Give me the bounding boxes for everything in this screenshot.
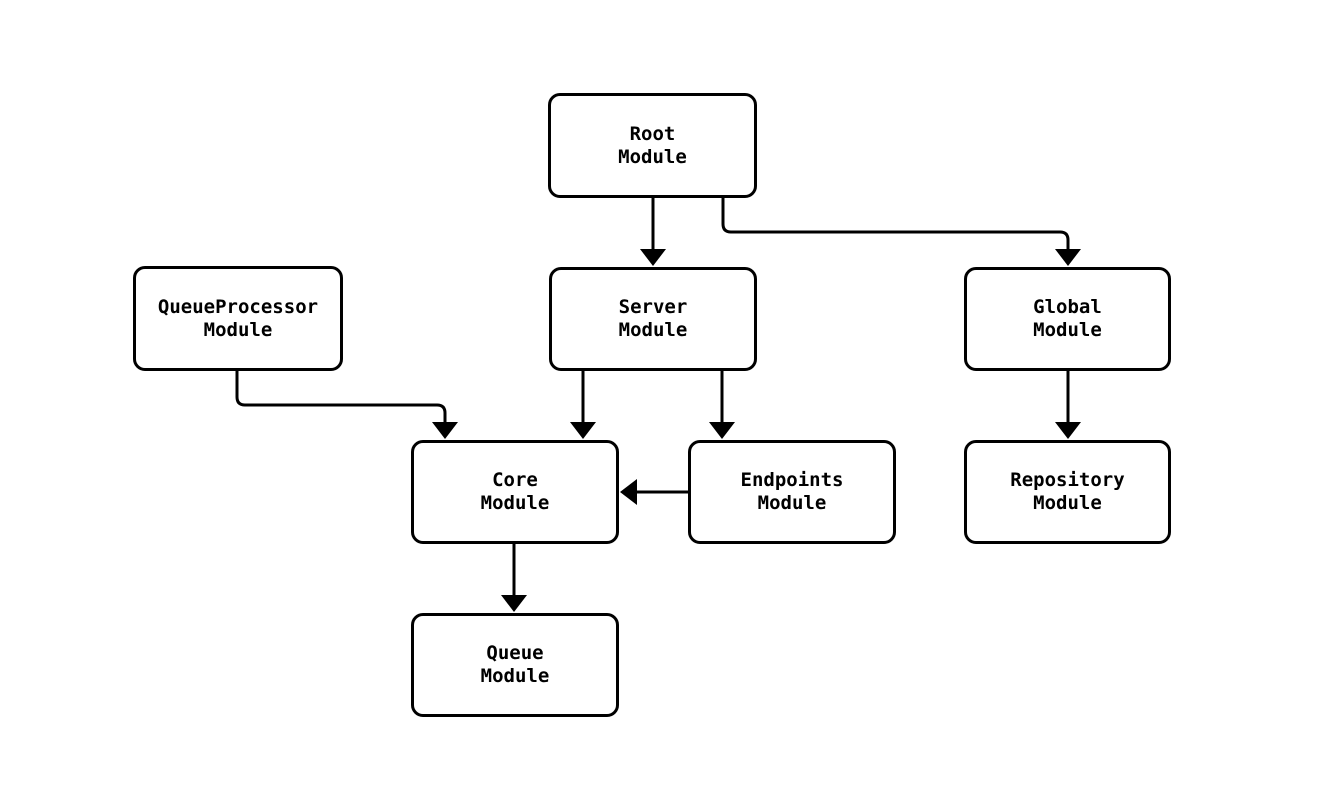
- node-queue-module-line1: Queue: [486, 642, 544, 664]
- node-global-module-line1: Global: [1033, 296, 1102, 318]
- node-queue-module-line2: Module: [480, 665, 550, 687]
- node-server-module-line1: Server: [618, 296, 688, 318]
- arrowhead-global-to-repository: [1055, 422, 1081, 439]
- node-repository-module-line2: Module: [1033, 492, 1102, 514]
- node-root-module-line2: Module: [618, 145, 687, 168]
- node-queueprocessor-module: QueueProcessor Module: [133, 266, 343, 371]
- node-queueprocessor-module-line2: Module: [203, 318, 273, 341]
- arrowhead-server-to-endpoints: [709, 422, 735, 439]
- edge-root-to-global: [721, 198, 1070, 250]
- node-root-module-line1: Root: [629, 122, 676, 145]
- node-repository-module-line1: Repository: [1010, 469, 1125, 491]
- node-global-module-line2: Module: [1033, 319, 1102, 341]
- arrowhead-root-to-global: [1055, 249, 1081, 266]
- node-endpoints-module-line2: Module: [757, 492, 827, 514]
- node-endpoints-module-line1: Endpoints: [740, 469, 844, 491]
- node-global-module: Global Module: [964, 267, 1171, 371]
- node-server-module-line2: Module: [618, 319, 688, 341]
- node-core-module: Core Module: [411, 440, 619, 544]
- node-repository-module: Repository Module: [964, 440, 1171, 544]
- arrowhead-queueprocessor-to-core: [432, 422, 458, 439]
- arrowhead-core-to-queue: [501, 595, 527, 612]
- node-queueprocessor-module-line1: QueueProcessor: [157, 295, 319, 318]
- arrowhead-root-to-server: [640, 249, 666, 266]
- node-core-module-line1: Core: [492, 469, 538, 491]
- arrowhead-endpoints-to-core: [620, 479, 637, 505]
- edge-queueprocessor-to-core: [235, 371, 447, 423]
- node-queue-module: Queue Module: [411, 613, 619, 717]
- node-server-module: Server Module: [549, 267, 757, 371]
- node-endpoints-module: Endpoints Module: [688, 440, 896, 544]
- node-root-module: Root Module: [548, 93, 757, 198]
- node-core-module-line2: Module: [480, 492, 550, 514]
- arrowhead-server-to-core: [570, 422, 596, 439]
